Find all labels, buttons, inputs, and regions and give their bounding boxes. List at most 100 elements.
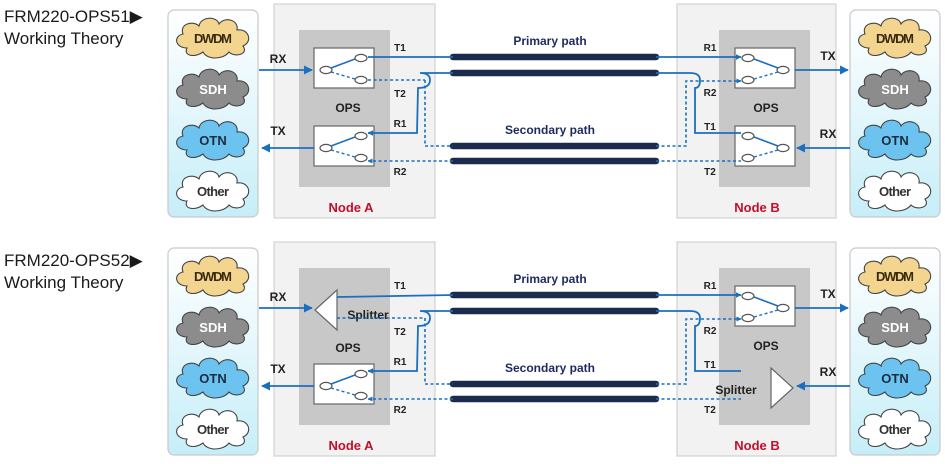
node-b-port-t1: T1 (704, 122, 716, 133)
port-1 (741, 53, 755, 63)
port-1 (741, 291, 755, 301)
cloud-label: OTN (881, 133, 908, 148)
cloud-sdh: SDH (176, 306, 250, 348)
cloud-otn: OTN (176, 119, 250, 161)
node-a-port-t2: T2 (394, 327, 406, 338)
common-port (319, 65, 333, 75)
cloud-otn: OTN (858, 119, 932, 161)
diagram-1-model: FRM220-OPS51▶ (4, 7, 143, 26)
port-1 (354, 369, 368, 379)
common-port (776, 303, 790, 313)
node-b-label: Node B (734, 200, 780, 215)
node-a-port-t2: T2 (394, 89, 406, 100)
node-b-t1-fiber (656, 310, 741, 372)
node-b-port-r2: R2 (704, 88, 717, 99)
cloud-label: SDH (199, 320, 226, 335)
node-a-tx-label: TX (270, 362, 285, 376)
node-a-port-t1: T1 (394, 281, 406, 292)
node-a-label: Node A (328, 438, 374, 453)
node-a-splitter (314, 288, 338, 332)
cloud-dwdm: DWDM (858, 17, 932, 59)
port-1 (354, 131, 368, 141)
node-b-port-t2: T2 (704, 405, 716, 416)
cloud-sdh: SDH (858, 306, 932, 348)
node-a-t2-route (424, 80, 453, 147)
diagram-1-subtitle: Working Theory (4, 29, 124, 48)
node-a-module-label: OPS (335, 101, 360, 115)
cloud-otn: OTN (858, 357, 932, 399)
node-b-splitter (770, 366, 794, 410)
cloud-label: Other (197, 184, 229, 199)
node-b-t1-fiber (656, 72, 741, 134)
cloud-label: SDH (199, 82, 226, 97)
cloud-sdh: SDH (176, 68, 250, 110)
switch-alt (330, 387, 356, 396)
cloud-label: OTN (881, 371, 908, 386)
node-b-port-r1: R1 (704, 281, 717, 292)
cloud-other: Other (858, 408, 932, 450)
node-a-port-r2: R2 (394, 167, 407, 178)
node-a-port-t1: T1 (394, 43, 406, 54)
cloud-dwdm: DWDM (858, 255, 932, 297)
diagram-2-model: FRM220-OPS52▶ (4, 251, 143, 270)
cloud-label: SDH (881, 82, 908, 97)
cloud-label: OTN (199, 371, 226, 386)
diagram-2-subtitle: Working Theory (4, 273, 124, 292)
port-2 (354, 75, 368, 85)
node-a-t2-route (424, 318, 453, 385)
switch-blade (753, 136, 779, 147)
cloud-label: Other (879, 184, 911, 199)
cloud-other: Other (858, 170, 932, 212)
common-port (776, 65, 790, 75)
node-a-rx-label: RX (270, 290, 287, 304)
node-b-rx-label: RX (820, 127, 837, 141)
port-1 (354, 53, 368, 63)
switch-blade (330, 58, 356, 69)
node-b-port-t1: T1 (704, 360, 716, 371)
node-a-port-r1: R1 (394, 357, 407, 368)
port-2 (354, 153, 368, 163)
secondary-path-label: Secondary path (505, 361, 595, 375)
switch-blade (753, 58, 779, 69)
right-network-panel: DWDM SDH OTN Other (849, 9, 941, 218)
node-a-rx-label: RX (270, 52, 287, 66)
network-panel-bg (849, 247, 941, 456)
node-a-port-r1: R1 (394, 119, 407, 130)
network-panel-bg (167, 247, 259, 456)
node-a-splitter-label: Splitter (347, 308, 389, 322)
common-port (319, 143, 333, 153)
port-1 (741, 131, 755, 141)
port-2 (741, 313, 755, 323)
node-b-module-label: OPS (753, 339, 778, 353)
primary-path-label: Primary path (513, 272, 586, 286)
node-a-module-label: OPS (335, 341, 360, 355)
right-network-panel: DWDM SDH OTN Other (849, 247, 941, 456)
switch-alt (753, 309, 779, 318)
switch-blade (330, 136, 356, 147)
cloud-label: Other (879, 422, 911, 437)
port-2 (354, 391, 368, 401)
cloud-otn: OTN (176, 357, 250, 399)
node-a-receive-switch (313, 125, 375, 167)
node-b-port-r2: R2 (704, 326, 717, 337)
node-b-tx-label: TX (820, 49, 835, 63)
node-b-r2-fiber (656, 78, 742, 147)
node-b-r2-fiber (656, 316, 742, 385)
secondary-path-label: Secondary path (505, 123, 595, 137)
node-a-tx-label: TX (270, 124, 285, 138)
common-port (776, 143, 790, 153)
cloud-sdh: SDH (858, 68, 932, 110)
node-b-port-r1: R1 (704, 43, 717, 54)
network-panel-bg (167, 9, 259, 218)
node-b-label: Node B (734, 438, 780, 453)
cloud-label: Other (197, 422, 229, 437)
node-a-transmit-switch (313, 47, 375, 89)
